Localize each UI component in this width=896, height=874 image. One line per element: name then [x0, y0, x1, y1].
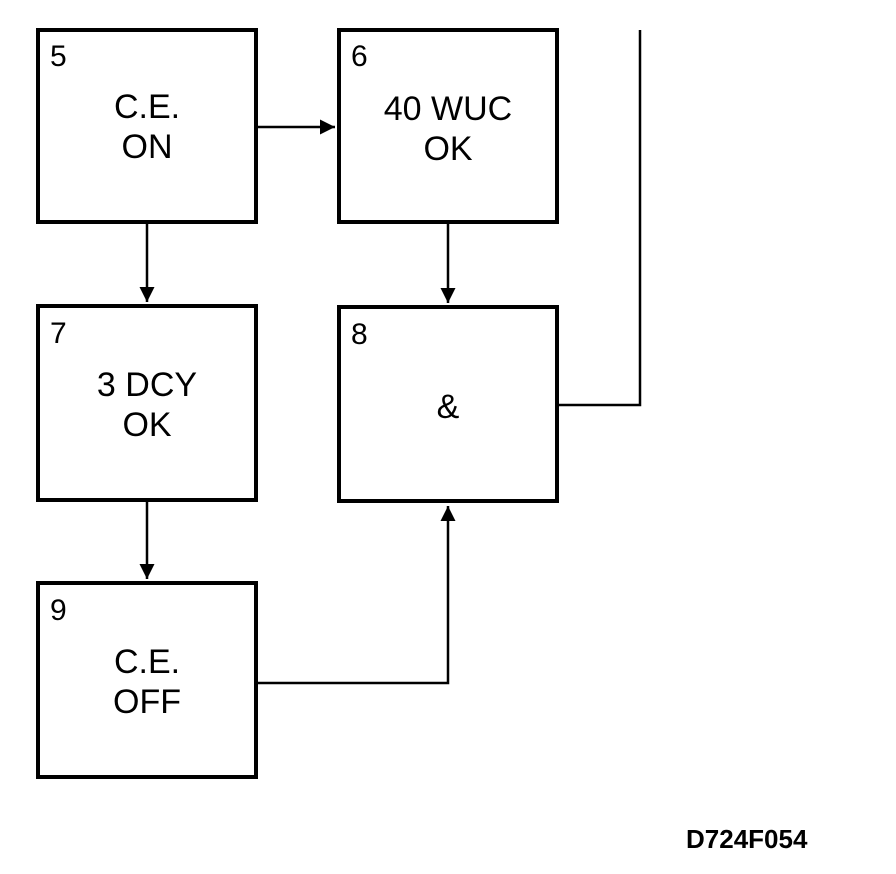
block-5: 5 C.E. ON: [36, 28, 258, 224]
line-8-output: [559, 30, 642, 407]
block-5-line2: ON: [122, 128, 173, 166]
block-8: 8 &: [337, 305, 559, 503]
block-9: 9 C.E. OFF: [36, 581, 258, 779]
figure-id-label: D724F054: [686, 824, 808, 854]
block-9-line1: C.E.: [114, 643, 180, 681]
block-6-line1: 40 WUC: [384, 90, 512, 128]
block-6-number: 6: [351, 40, 368, 73]
block-7-line2: OK: [122, 406, 171, 444]
block-5-line1: C.E.: [114, 88, 180, 126]
block-5-number: 5: [50, 40, 67, 73]
block-8-number: 8: [351, 318, 368, 351]
block-7-line1: 3 DCY: [97, 366, 197, 404]
block-8-line1: &: [437, 388, 460, 426]
block-7-number: 7: [50, 317, 67, 350]
block-9-line2: OFF: [113, 683, 181, 721]
block-7: 7 3 DCY OK: [36, 304, 258, 502]
block-6: 6 40 WUC OK: [337, 28, 559, 224]
arrow-9-to-8: [258, 506, 456, 685]
block-9-number: 9: [50, 594, 67, 627]
block-6-line2: OK: [423, 130, 472, 168]
